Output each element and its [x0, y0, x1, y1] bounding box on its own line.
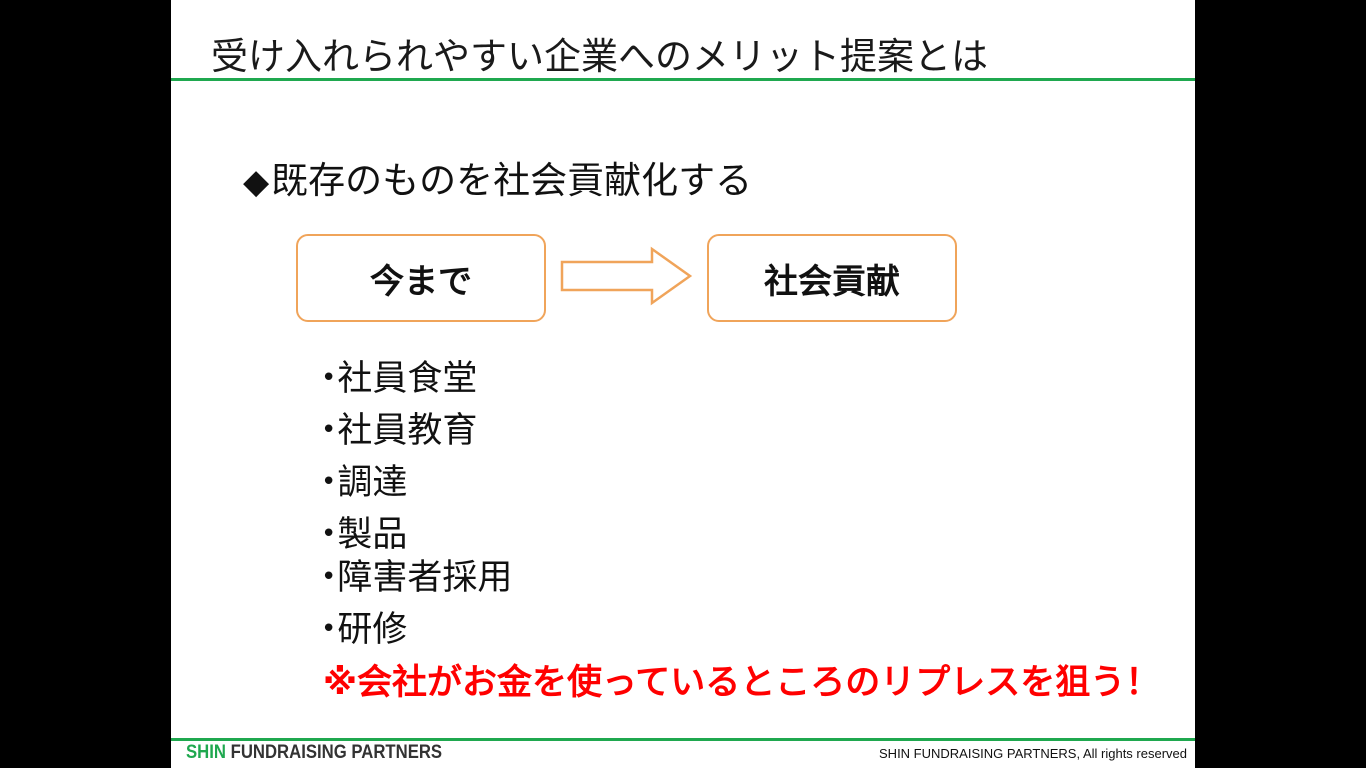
- list-item: •社員食堂: [321, 359, 478, 399]
- subheading: ◆既存のものを社会貢献化する: [243, 150, 752, 204]
- list-item: •障害者採用: [321, 558, 513, 598]
- list-item: •社員教育: [321, 411, 478, 451]
- diamond-bullet-icon: ◆: [243, 162, 270, 202]
- subheading-text: 既存のものを社会貢献化する: [271, 159, 753, 202]
- callout-note: ※会社がお金を使っているところのリプレスを狙う！: [323, 663, 1161, 703]
- flow-box-after: 社会貢献: [707, 234, 957, 322]
- slide: 受け入れられやすい企業へのメリット提案とは ◆既存のものを社会貢献化する 今まで…: [171, 0, 1195, 768]
- flow-box-after-label: 社会貢献: [764, 261, 900, 302]
- flow-box-before: 今まで: [296, 234, 546, 322]
- slide-title: 受け入れられやすい企業へのメリット提案とは: [211, 35, 988, 78]
- flow-box-before-label: 今まで: [370, 261, 472, 302]
- title-divider: [171, 78, 1195, 81]
- footer-copyright: SHIN FUNDRAISING PARTNERS, All rights re…: [879, 746, 1187, 761]
- brand-rest-text: FUNDRAISING PARTNERS: [225, 742, 443, 763]
- brand-accent-text: SHIN: [186, 742, 226, 763]
- list-item: •調達: [321, 463, 408, 503]
- list-item: •研修: [321, 610, 408, 650]
- right-arrow-icon: [560, 246, 693, 306]
- list-item: •製品: [321, 515, 408, 555]
- footer-brand-logo: SHIN FUNDRAISING PARTNERS: [186, 742, 442, 764]
- footer-divider: [171, 738, 1195, 741]
